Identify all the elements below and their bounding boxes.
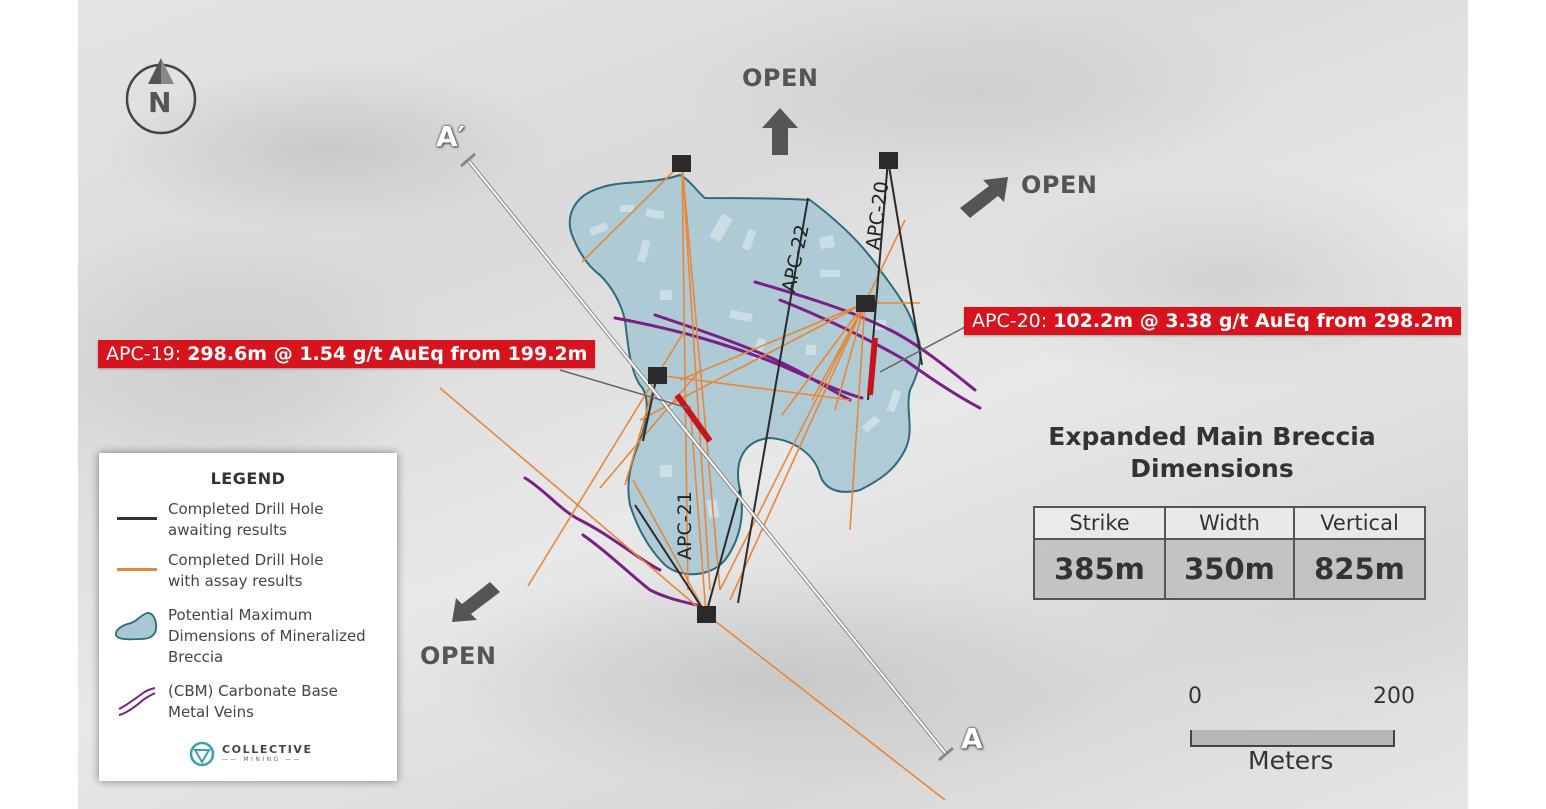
- legend-text: Dimensions of Mineralized: [168, 627, 366, 645]
- black-line-icon: [117, 517, 157, 520]
- map-overlay: [125, 58, 1008, 801]
- logo-sub: —— MINING ——: [222, 756, 303, 763]
- legend-text: with assay results: [168, 572, 303, 590]
- breccia-shape-icon: [115, 612, 158, 641]
- apc-20-intercept: [867, 337, 878, 396]
- header-vertical: Vertical: [1293, 506, 1426, 540]
- apc-20-leader: [879, 326, 966, 373]
- dimensions-title-line1: Expanded Main Breccia: [1048, 422, 1376, 451]
- legend-text: Completed Drill Hole: [168, 551, 324, 569]
- dimensions-title-line2: Dimensions: [1130, 454, 1294, 483]
- callout-hole-id: APC-20:: [972, 310, 1048, 332]
- section-start-label: A′: [436, 120, 466, 153]
- arrow-north-icon: [762, 108, 798, 155]
- logo-name: COLLECTIVE: [222, 743, 313, 756]
- value-width: 350m: [1164, 538, 1295, 600]
- arrow-northeast-icon: [960, 177, 1008, 218]
- logo-icon: [189, 741, 215, 767]
- drill-collars: [648, 152, 898, 623]
- dimensions-title: Expanded Main Breccia Dimensions: [1022, 421, 1402, 485]
- open-arrows: [452, 108, 1008, 622]
- legend-text: Breccia: [168, 648, 224, 666]
- legend-text: (CBM) Carbonate Base: [168, 682, 338, 700]
- open-label-north: OPEN: [742, 64, 819, 92]
- scale-max: 200: [1373, 684, 1415, 709]
- legend-text: Metal Veins: [168, 703, 254, 721]
- breccia-clasts: [589, 205, 902, 519]
- dimensions-table: Strike Width Vertical 385m 350m 825m: [1033, 506, 1426, 600]
- section-end-label: A: [961, 722, 983, 755]
- cbm-veins: [523, 280, 982, 608]
- legend-title: LEGEND: [210, 469, 286, 488]
- legend-text: awaiting results: [168, 521, 287, 539]
- north-arrow-icon: [125, 58, 197, 135]
- open-label-northeast: OPEN: [1021, 171, 1098, 199]
- scale-bar-graphic: [1190, 730, 1395, 747]
- header-strike: Strike: [1033, 506, 1166, 540]
- pending-drill-holes: [634, 159, 923, 615]
- dimensions-header-row: Strike Width Vertical: [1033, 506, 1426, 540]
- orange-line-icon: [117, 568, 157, 571]
- open-label-southwest: OPEN: [420, 642, 497, 670]
- callout-hole-id: APC-19:: [106, 343, 182, 365]
- dimensions-value-row: 385m 350m 825m: [1033, 538, 1426, 600]
- apc-19-intercept: [674, 393, 713, 443]
- purple-veins-icon: [118, 687, 156, 716]
- section-line: [460, 152, 954, 762]
- north-label: N: [148, 86, 172, 119]
- callout-result: 298.6m @ 1.54 g/t AuEq from 199.2m: [187, 343, 588, 365]
- callout-apc-19: APC-19: 298.6m @ 1.54 g/t AuEq from 199.…: [98, 340, 596, 368]
- hole-label-apc-21: APC-21: [674, 491, 696, 560]
- callout-apc-20: APC-20: 102.2m @ 3.38 g/t AuEq from 298.…: [964, 307, 1462, 335]
- legend-text: Potential Maximum: [168, 606, 313, 624]
- scale-bar: 0 200 Meters: [1188, 684, 1428, 784]
- apc-19-leader: [559, 369, 689, 409]
- value-strike: 385m: [1033, 538, 1166, 600]
- scale-unit: Meters: [1248, 746, 1334, 775]
- callout-result: 102.2m @ 3.38 g/t AuEq from 298.2m: [1053, 310, 1454, 332]
- legend-text: Completed Drill Hole: [168, 500, 324, 518]
- header-width: Width: [1164, 506, 1295, 540]
- value-vertical: 825m: [1293, 538, 1426, 600]
- scale-min: 0: [1188, 684, 1202, 709]
- legend-panel: LEGEND Completed Drill Hole awaiting res…: [99, 453, 397, 781]
- arrow-southwest-icon: [452, 582, 500, 622]
